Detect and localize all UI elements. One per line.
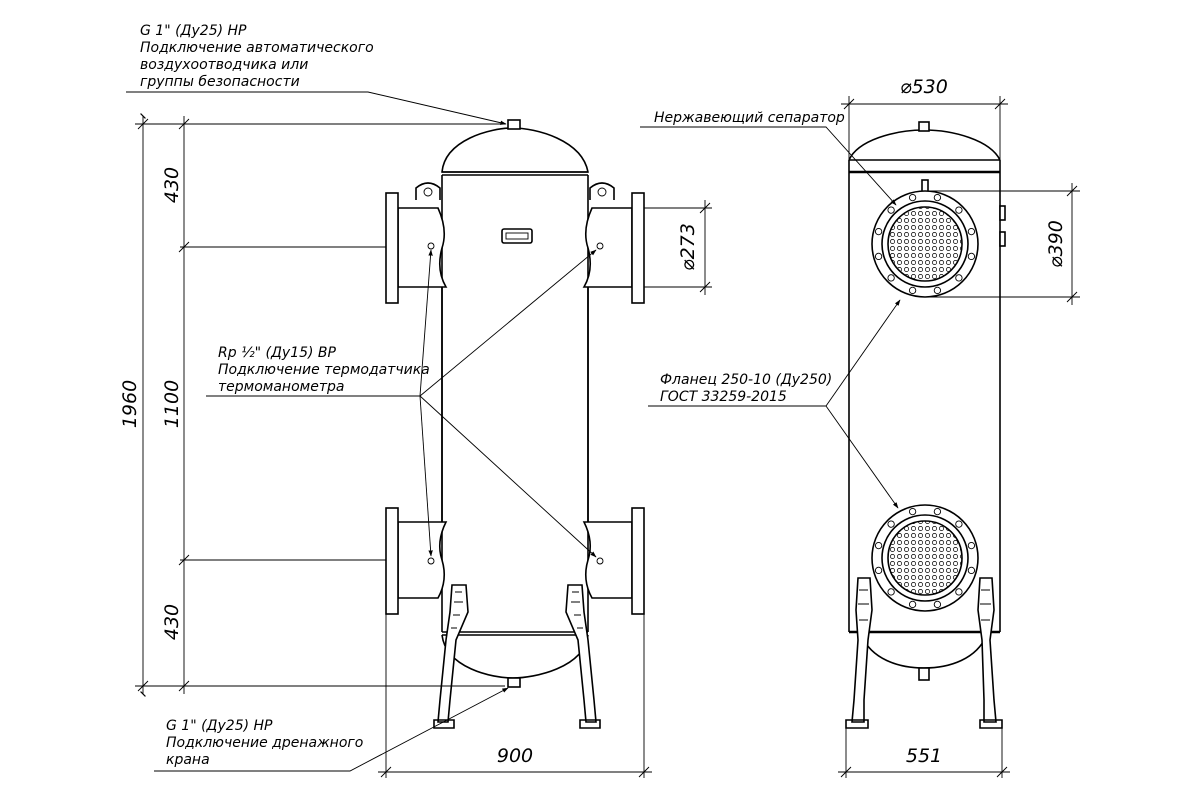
side-drain-nozzle — [918, 667, 930, 681]
dim-top-section: 430 — [161, 167, 183, 203]
front-view: 430 1100 430 1960 900 ⌀273 — [119, 113, 712, 778]
bolt-hole — [908, 507, 917, 516]
bolt-hole — [967, 252, 976, 261]
annotations: G 1" (Ду25) НР Подключение автоматическо… — [126, 23, 901, 772]
bolt-hole — [955, 206, 963, 214]
dim-middle-section: 1100 — [161, 380, 183, 428]
dim-total-height: 1960 — [119, 380, 141, 428]
bolt-hole — [874, 227, 883, 236]
leader-thermo-4 — [419, 395, 597, 558]
front-drain-nozzle — [507, 677, 521, 688]
flange-upper-right — [631, 192, 645, 304]
bolt-hole — [908, 193, 917, 202]
front-leg-right — [565, 584, 601, 729]
note-drain-line1: G 1" (Ду25) НР — [166, 718, 273, 734]
bolt-hole — [887, 206, 895, 214]
note-flange-line2: ГОСТ 33259-2015 — [660, 389, 787, 405]
bolt-hole — [874, 566, 883, 575]
flange-lower-right — [631, 507, 645, 615]
dim-width-front: 900 — [497, 745, 533, 767]
front-bottom-dome — [441, 634, 589, 679]
side-top-dome — [848, 129, 1001, 161]
front-leg-left — [433, 584, 469, 729]
note-drain-line3: крана — [166, 752, 210, 768]
note-top-line1: G 1" (Ду25) НР — [140, 23, 247, 39]
leader-flange-2 — [825, 405, 899, 509]
front-top-dome — [441, 127, 589, 173]
flange-lower-left — [385, 507, 399, 615]
thermo-port-upper-left — [427, 242, 435, 250]
separator-mesh-lower — [887, 520, 963, 596]
bolt-hole — [933, 507, 942, 516]
bolt-hole — [955, 588, 963, 596]
bolt-hole — [933, 193, 942, 202]
separator-mesh-upper — [887, 206, 963, 282]
leader-thermo-1 — [419, 249, 433, 397]
side-view: ⌀530 ⌀390 551 — [838, 76, 1080, 778]
bolt-hole — [874, 541, 883, 550]
leader-thermo-2 — [419, 249, 597, 397]
thermo-port-lower-right — [596, 557, 604, 565]
bolt-hole — [955, 520, 963, 528]
note-thermo-line1: Rp ½" (Ду15) ВР — [218, 345, 337, 361]
side-leg-left — [845, 577, 873, 729]
note-top-line3: воздухоотводчика или — [140, 57, 308, 73]
bolt-hole — [908, 286, 917, 295]
dim-width-side: 551 — [906, 745, 942, 767]
bolt-hole — [887, 274, 895, 282]
note-drain-line2: Подключение дренажного — [166, 735, 363, 751]
bolt-hole — [908, 600, 917, 609]
name-plate — [501, 228, 533, 244]
dim-flange-diameter: ⌀390 — [1045, 220, 1067, 268]
dim-shell-diameter: ⌀530 — [900, 76, 948, 98]
leader-flange-1 — [825, 299, 901, 407]
bolt-hole — [967, 227, 976, 236]
front-top-nozzle — [507, 119, 521, 130]
leader-thermo-3 — [419, 395, 433, 557]
bolt-hole — [887, 588, 895, 596]
note-thermo-line3: термоманометра — [218, 379, 344, 395]
bolt-hole — [967, 541, 976, 550]
note-top-line4: группы безопасности — [140, 74, 300, 90]
thermo-port-upper-right — [596, 242, 604, 250]
leader-top — [126, 91, 507, 125]
bolt-hole — [874, 252, 883, 261]
side-flange-upper — [871, 190, 979, 298]
leader-separator — [640, 126, 897, 206]
leader-drain — [154, 687, 509, 772]
note-flange-line1: Фланец 250-10 (Ду250) — [660, 372, 832, 388]
flange-upper-left — [385, 192, 399, 304]
bolt-hole — [933, 286, 942, 295]
dim-nozzle-diameter: ⌀273 — [677, 223, 699, 271]
note-separator: Нержавеющий сепаратор — [654, 110, 845, 126]
dim-bottom-section: 430 — [161, 604, 183, 640]
bolt-hole — [955, 274, 963, 282]
note-thermo-line2: Подключение термодатчика — [218, 362, 430, 378]
side-top-nozzle — [918, 121, 930, 132]
bolt-hole — [887, 520, 895, 528]
note-top-line2: Подключение автоматического — [140, 40, 374, 56]
thermo-port-lower-left — [427, 557, 435, 565]
bolt-hole — [933, 600, 942, 609]
side-leg-right — [977, 577, 1003, 729]
bolt-hole — [967, 566, 976, 575]
side-flange-lower — [871, 504, 979, 612]
